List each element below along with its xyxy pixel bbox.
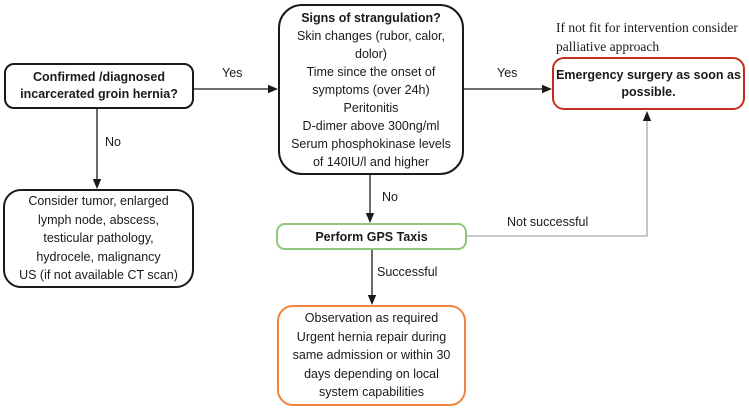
edge-label-successful: Successful <box>376 265 439 279</box>
arrowhead-gps-to-emergency <box>642 111 652 121</box>
node-confirmed-hernia: Confirmed /diagnosed incarcerated groin … <box>4 63 194 109</box>
node-strangulation-signs: Signs of strangulation? Skin changes (ru… <box>278 4 464 175</box>
node-perform-gps-taxis-text: Perform GPS Taxis <box>315 229 428 244</box>
node-strangulation-signs-title: Signs of strangulation? <box>301 10 441 25</box>
arrowhead-confirmed-to-differential <box>92 179 102 189</box>
arrowhead-strangulation-to-gps <box>365 213 375 223</box>
node-perform-gps-taxis: Perform GPS Taxis <box>276 223 467 250</box>
arrowhead-confirmed-to-strangulation <box>268 84 278 94</box>
edge-label-yes-confirmed: Yes <box>221 66 244 80</box>
arrowhead-gps-to-observation <box>367 295 377 305</box>
node-differential-diagnosis: Consider tumor, enlarged lymph node, abs… <box>3 189 194 288</box>
node-strangulation-signs-text: Skin changes (rubor, calor, dolor) Time … <box>291 28 451 169</box>
node-observation-repair-text: Observation as required Urgent hernia re… <box>292 311 451 400</box>
node-emergency-surgery: Emergency surgery as soon as possible. <box>552 57 745 110</box>
edge-label-no-strangulation: No <box>381 190 399 204</box>
node-differential-diagnosis-text: Consider tumor, enlarged lymph node, abs… <box>19 194 178 283</box>
edge-label-yes-strangulation: Yes <box>496 66 519 80</box>
palliative-approach-note: If not fit for intervention consider pal… <box>556 20 738 54</box>
node-confirmed-hernia-text: Confirmed /diagnosed incarcerated groin … <box>20 70 178 101</box>
node-emergency-surgery-text: Emergency surgery as soon as possible. <box>556 67 741 99</box>
arrowhead-strangulation-to-emergency <box>542 84 552 94</box>
node-observation-repair: Observation as required Urgent hernia re… <box>277 305 466 406</box>
edge-label-not-successful: Not successful <box>506 215 590 229</box>
edge-label-no-confirmed: No <box>104 135 122 149</box>
